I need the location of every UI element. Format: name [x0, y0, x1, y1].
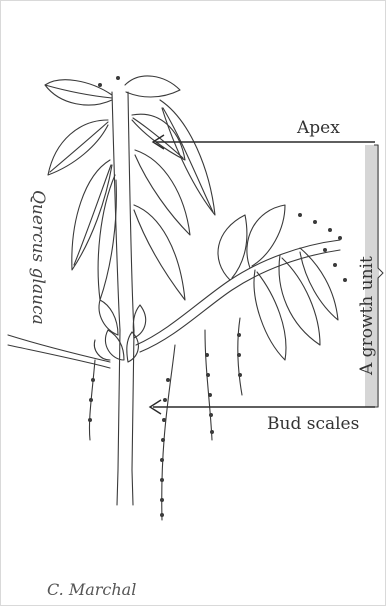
apex-label: Apex [297, 120, 340, 137]
lower-stem [117, 470, 133, 505]
leaf [125, 76, 180, 97]
leaf [300, 248, 338, 320]
leaf [72, 160, 112, 270]
leaf [135, 150, 190, 235]
bud-scale [105, 330, 124, 360]
main-stem [112, 92, 134, 470]
bud-scales-arrow [150, 400, 375, 414]
species-label: Quercus glauca [28, 190, 48, 325]
growth-unit-label: A growth unit [357, 256, 377, 375]
bud-scale [133, 305, 145, 338]
leaf [134, 205, 185, 300]
leaf [254, 270, 286, 360]
catkin [162, 345, 175, 520]
leaf [218, 215, 247, 280]
leaf [45, 80, 112, 105]
leaf [279, 255, 320, 345]
apex-arrow [153, 135, 375, 149]
bud-scales-label: Bud scales [267, 416, 359, 433]
catkin [205, 330, 212, 440]
artist-credit: C. Marchal [47, 580, 136, 599]
